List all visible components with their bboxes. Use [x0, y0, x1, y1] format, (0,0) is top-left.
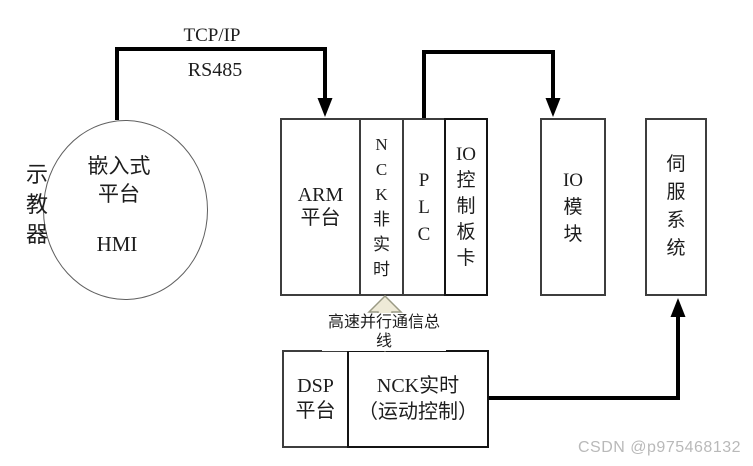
embedded-platform-label: 嵌入式 平台	[87, 154, 151, 206]
io-module-label: IO 模 块	[562, 169, 584, 245]
arm-platform-box: ARM 平台	[280, 118, 361, 296]
servo-system-label: 伺 服 系 统	[666, 154, 686, 259]
nck-non-realtime-box: N C K 非 实 时	[359, 118, 404, 296]
nck-realtime-label: NCK实时 （运动控制）	[358, 375, 478, 423]
bus-label: 高速并行通信总线	[322, 313, 446, 351]
watermark-text: CSDN @p975468132	[578, 439, 742, 456]
plc-label: P L C	[417, 169, 431, 245]
io-module-box: IO 模 块	[540, 118, 606, 296]
nck-realtime-box: NCK实时 （运动控制）	[347, 350, 489, 448]
arm-platform-label: ARM 平台	[297, 184, 344, 229]
nck-non-realtime-label: N C K 非 实 时	[373, 135, 390, 279]
plc-to-io-module-connector	[422, 50, 555, 118]
io-control-card-box: IO 控 制 板 卡	[444, 118, 488, 296]
arrowhead-into-servo	[670, 298, 686, 317]
hmi-circle-node	[43, 120, 208, 300]
arrowhead-into-io-module	[545, 98, 561, 117]
dsp-platform-label: DSP 平台	[295, 375, 336, 422]
dsp-platform-box: DSP 平台	[282, 350, 349, 448]
dsp-to-servo-connector	[489, 316, 680, 400]
tcpip-link-label: TCP/IP	[183, 25, 241, 46]
hmi-label: HMI	[96, 232, 138, 256]
servo-system-box: 伺 服 系 统	[645, 118, 707, 296]
rs485-link-label: RS485	[187, 59, 243, 81]
arrowhead-into-arm	[317, 98, 333, 117]
io-control-card-label: IO 控 制 板 卡	[455, 144, 477, 269]
plc-box: P L C	[402, 118, 446, 296]
teach-pendant-side-label: 示 教 器	[25, 162, 48, 247]
